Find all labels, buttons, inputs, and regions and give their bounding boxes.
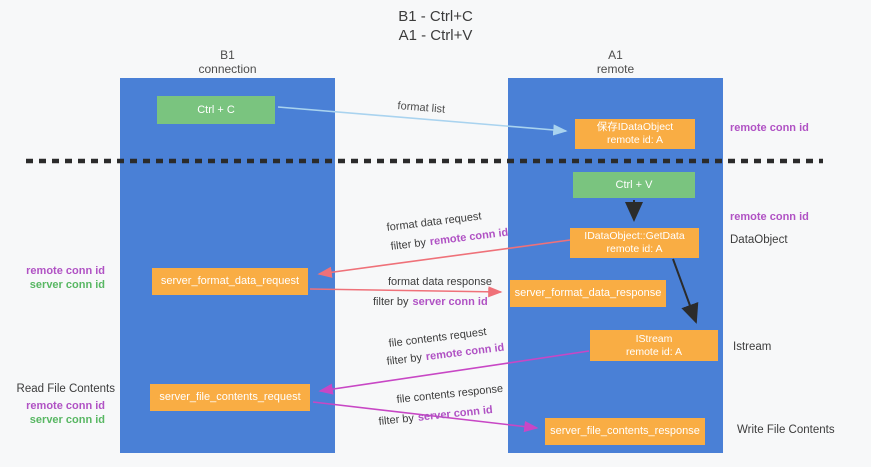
title-line-1: B1 - Ctrl+C [398, 8, 473, 25]
istream-line2: remote id: A [625, 345, 683, 358]
save-idataobject-line1: 保存IDataObject [596, 121, 674, 133]
title-line-2: A1 - Ctrl+V [398, 27, 473, 44]
diagram-title: B1 - Ctrl+C A1 - Ctrl+V [0, 7, 871, 45]
format-data-response-arrow [309, 286, 503, 298]
istream-node: IStream remote id: A [590, 330, 718, 361]
server-file-contents-request-node: server_file_contents_request [150, 384, 310, 411]
server-file-contents-response-node: server_file_contents_response [545, 418, 705, 445]
ctrl-c-node: Ctrl + C [157, 96, 275, 124]
getdata-line2: remote id: A [606, 243, 663, 255]
istream-side-label: Istream [733, 341, 772, 353]
write-file-contents-label: Write File Contents [737, 424, 835, 436]
server-format-data-request-node: server_format_data_request [152, 268, 308, 295]
left-conn-id-stack-1: remote conn id server conn id [0, 264, 105, 292]
ctrl-v-label: Ctrl + V [615, 178, 653, 191]
server-format-data-response-node: server_format_data_response [510, 280, 666, 307]
ctrl-c-label: Ctrl + C [197, 103, 235, 116]
column-b1-sub: connection [198, 62, 257, 76]
file-contents-response-arrow [312, 401, 539, 433]
remote-conn-id-right-label-1: remote conn id [730, 122, 809, 134]
ctrl-v-node: Ctrl + V [573, 172, 695, 198]
server-conn-id-keyword-1: server conn id [412, 296, 488, 308]
format-data-request-arrow [317, 239, 571, 278]
server-conn-id-left-label-1: server conn id [29, 279, 105, 291]
column-header-b1: B1 connection [120, 48, 335, 76]
format-list-arrow [277, 106, 568, 136]
remote-conn-id-right-label-2: remote conn id [730, 211, 809, 223]
column-b1-name: B1 [220, 48, 235, 62]
server-file-contents-request-label: server_file_contents_request [159, 391, 301, 403]
server-file-contents-response-label: server_file_contents_response [550, 425, 700, 437]
left-conn-id-stack-2: remote conn id server conn id [0, 399, 105, 427]
save-idataobject-node: 保存IDataObject remote id: A [575, 119, 695, 149]
column-a1-name: A1 [608, 48, 623, 62]
idataobject-getdata-node: IDataObject::GetData remote id: A [570, 228, 699, 258]
istream-line1: IStream [635, 332, 673, 345]
read-file-contents-label: Read File Contents [16, 383, 115, 395]
getdata-to-istream-arrow [672, 258, 699, 324]
server-conn-id-left-label-2: server conn id [29, 414, 105, 426]
dataobject-side-label: DataObject [730, 234, 788, 246]
getdata-line1: IDataObject::GetData [584, 230, 685, 242]
column-a1-sub: remote [596, 62, 635, 76]
column-header-a1: A1 remote [508, 48, 723, 76]
remote-conn-id-left-label-2: remote conn id [26, 400, 105, 412]
server-format-data-response-label: server_format_data_response [514, 287, 662, 299]
remote-conn-id-left-label-1: remote conn id [26, 265, 105, 277]
file-contents-request-arrow [318, 350, 590, 395]
format-data-response-label: format data response [388, 276, 492, 288]
filter-prefix-2: filter by [373, 296, 409, 308]
save-idataobject-line2: remote id: A [606, 134, 664, 146]
server-format-data-request-label: server_format_data_request [160, 275, 300, 287]
